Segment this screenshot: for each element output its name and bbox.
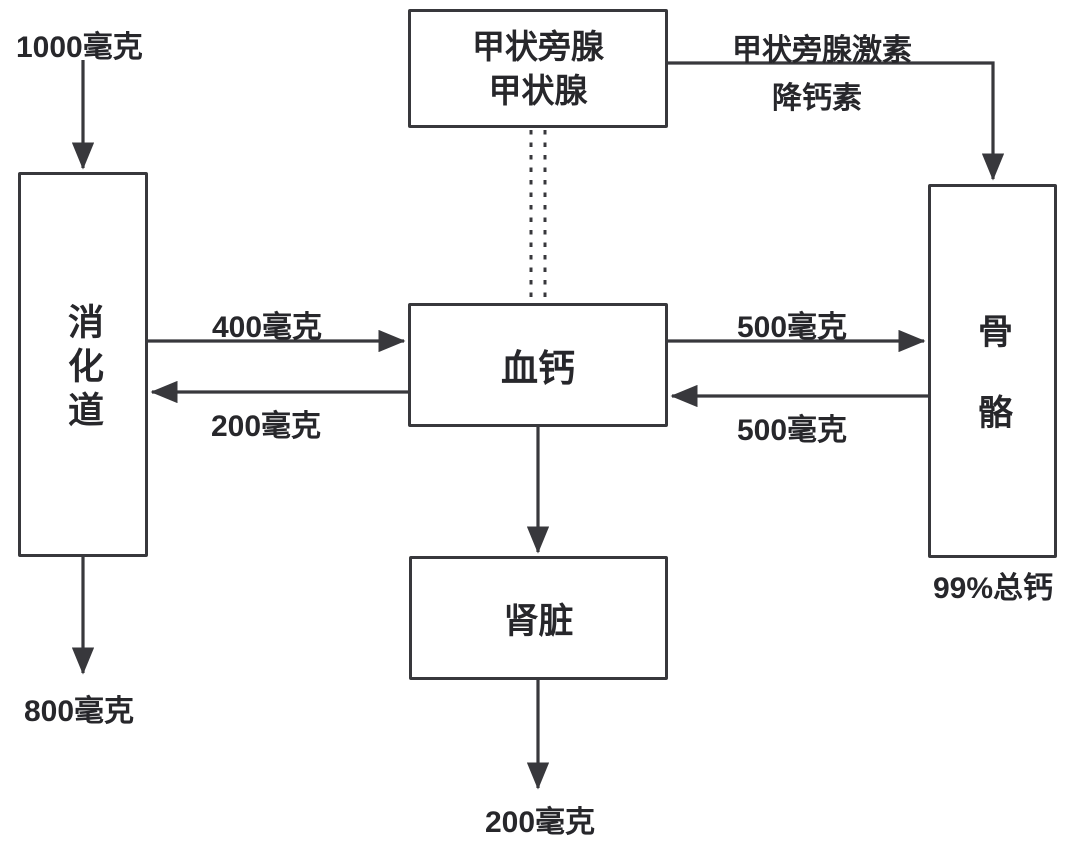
glands-label-line2: 甲状腺 xyxy=(488,71,588,109)
bone-total-calcium-note: 99%总钙 xyxy=(932,572,1054,605)
release-amount-label: 500毫克 xyxy=(736,414,848,447)
parathyroid-hormone-label: 甲状旁腺激素 xyxy=(732,34,912,67)
blood-calcium-box: 血钙 xyxy=(408,303,668,427)
kidney-box: 肾脏 xyxy=(409,556,668,680)
urine-amount-label: 200毫克 xyxy=(484,806,596,839)
bone-label: 骨骼 xyxy=(973,313,1012,475)
digestive-tract-box: 消化道 xyxy=(18,172,148,557)
absorption-amount-label: 400毫克 xyxy=(211,311,323,344)
kidney-label: 肾脏 xyxy=(503,601,574,641)
glands-label-line1: 甲状旁腺 xyxy=(472,27,604,65)
feces-amount-label: 800毫克 xyxy=(24,695,135,728)
secretion-amount-label: 200毫克 xyxy=(210,410,322,443)
glands-label: 甲状旁腺 甲状腺 xyxy=(472,25,604,113)
blood-calcium-label: 血钙 xyxy=(501,348,575,389)
deposition-amount-label: 500毫克 xyxy=(736,311,848,344)
calcitonin-label: 降钙素 xyxy=(772,82,862,115)
hormone-arrow xyxy=(668,61,1005,181)
digestive-tract-label: 消化道 xyxy=(63,302,104,435)
intake-amount-label: 1000毫克 xyxy=(16,31,143,64)
glands-box: 甲状旁腺 甲状腺 xyxy=(408,9,668,128)
bone-box: 骨骼 xyxy=(928,184,1057,558)
